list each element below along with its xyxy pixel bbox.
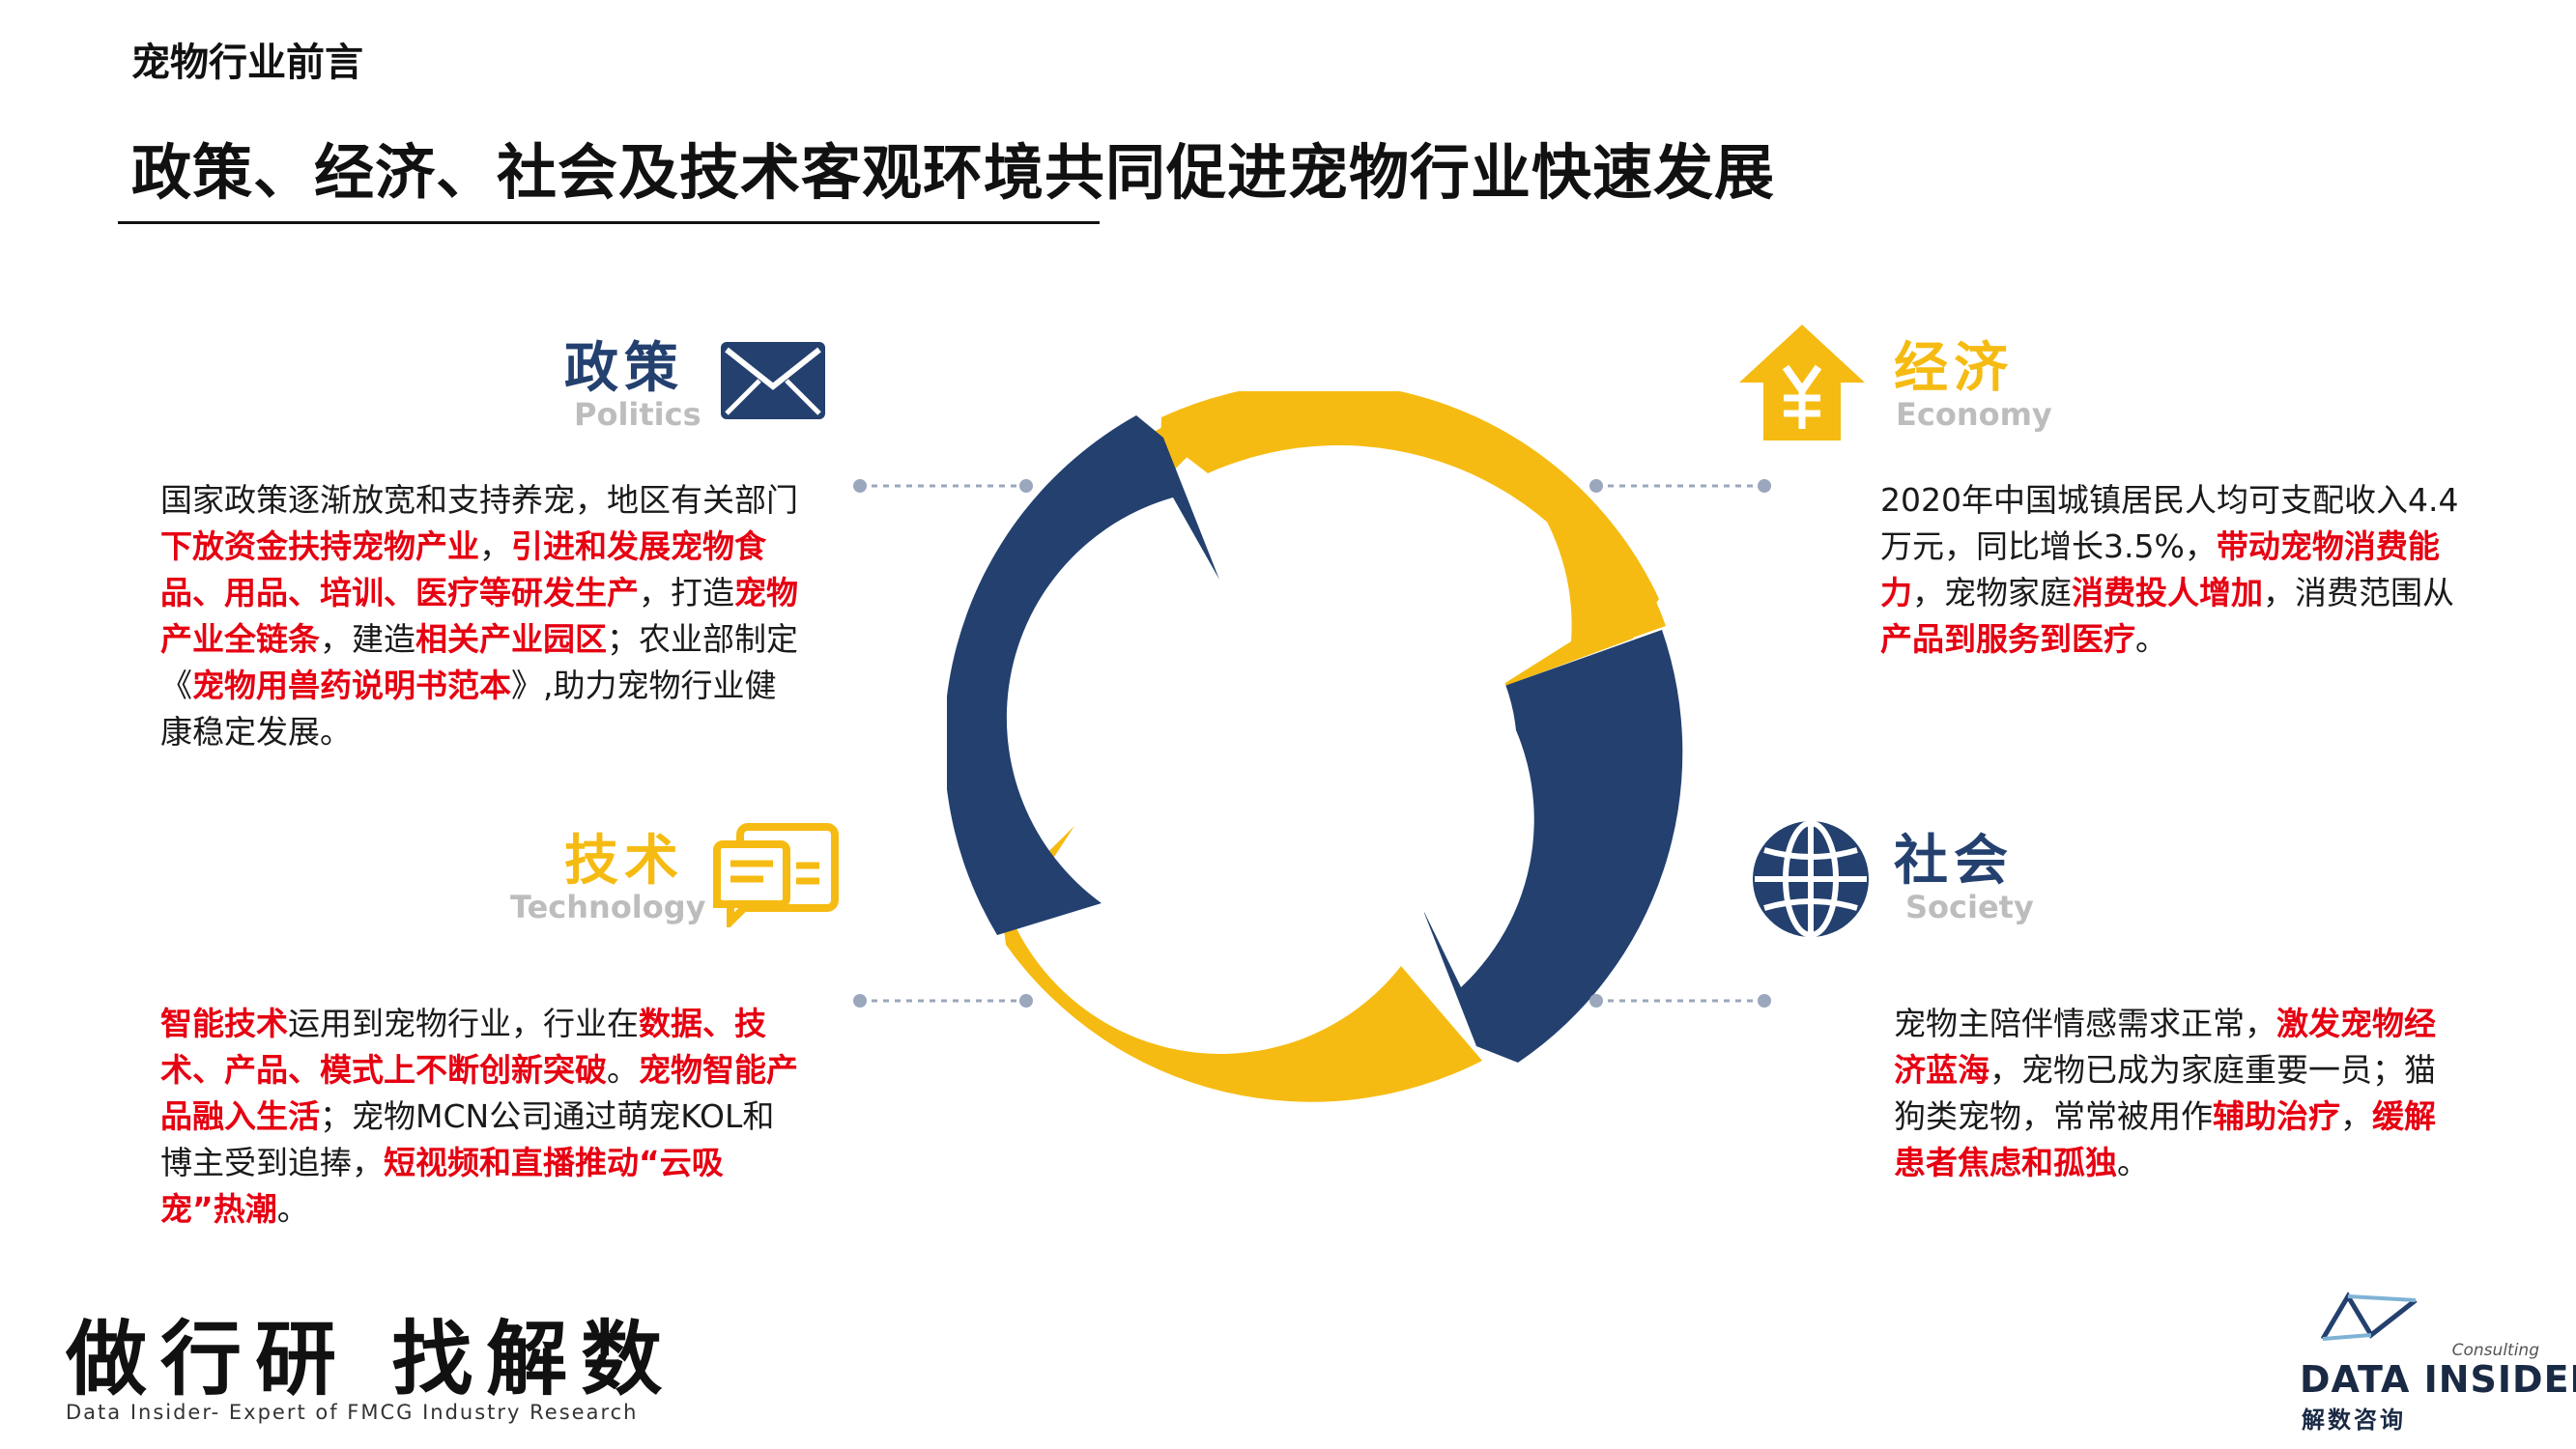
- chat-screen-icon: [713, 823, 839, 927]
- technology-text-segment: ；宠物MCN公司通过萌宠KOL和博主受到追捧，: [160, 1097, 775, 1181]
- economy-text-segment: ，宠物家庭: [1912, 574, 2072, 611]
- society-title: 社会: [1894, 830, 2014, 893]
- footer-slogan: 做行研 找解数: [66, 1311, 676, 1406]
- society-subtitle: Society: [1905, 889, 2034, 925]
- politics-text-segment: ；农业部制定《: [160, 620, 798, 704]
- economy-title: 经济: [1894, 337, 2014, 400]
- cycle-segment-society: [1422, 630, 1683, 1063]
- politics-text-segment: 相关产业园区: [415, 620, 607, 658]
- technology-text-segment: 。: [607, 1051, 639, 1089]
- economy-text-segment: 产品到服务到医疗: [1880, 620, 2135, 658]
- brand-tag: Consulting: [2451, 1341, 2539, 1360]
- technology-text-segment: 运用到宠物行业，行业在: [288, 1005, 639, 1042]
- society-text-segment: 缓解患者焦虑和孤独: [1894, 1097, 2436, 1181]
- society-text-segment: 宠物主陪伴情感需求正常，: [1894, 1005, 2276, 1042]
- brand-name: DATA INSIDER: [2300, 1358, 2576, 1401]
- economy-body: 2020年中国城镇居民人均可支配收入4.4万元，同比增长3.5%，带动宠物消费能…: [1880, 477, 2476, 663]
- cycle-diagram: [947, 391, 1683, 1102]
- politics-text-segment: 宠物产业全链条: [160, 574, 798, 658]
- technology-subtitle: Technology: [510, 889, 706, 925]
- cycle-segment-politics: [947, 415, 1219, 935]
- cycle-segment-economy: [1159, 391, 1659, 691]
- politics-title: 政策: [564, 337, 684, 400]
- politics-text-segment: 宠物用兽药说明书范本: [192, 667, 511, 704]
- technology-text-segment: 数据、技术、产品、模式上不断创新突破: [160, 1005, 766, 1089]
- brand-logo: Consulting DATA INSIDER 解数咨询: [2300, 1291, 2576, 1434]
- globe-icon: [1753, 820, 1869, 938]
- politics-text-segment: ，建造: [320, 620, 415, 658]
- technology-text-segment: 宠物智能产品融入生活: [160, 1051, 798, 1135]
- envelope-icon: [721, 342, 825, 419]
- yen-house-icon: [1739, 325, 1865, 440]
- brand-mark-icon: [2320, 1292, 2418, 1341]
- society-text-segment: 。: [2117, 1144, 2149, 1181]
- technology-body: 智能技术运用到宠物行业，行业在数据、技术、产品、模式上不断创新突破。宠物智能产品…: [160, 1001, 798, 1233]
- economy-text-segment: 2020年中国城镇居民人均可支配收入4.4万元，同比增长3.5%，: [1880, 481, 2459, 565]
- society-text-segment: 辅助治疗: [2213, 1097, 2340, 1135]
- brand-name-cn: 解数咨询: [2302, 1406, 2406, 1434]
- politics-text-segment: ，: [479, 527, 511, 565]
- cycle-segment-technology: [1000, 826, 1482, 1102]
- economy-text-segment: 带动宠物消费能力: [1880, 527, 2440, 611]
- page-title: 政策、经济、社会及技术客观环境共同促进宠物行业快速发展: [131, 137, 1776, 208]
- title-divider: [118, 221, 1100, 224]
- technology-text-segment: 智能技术: [160, 1005, 288, 1042]
- technology-text-segment: 。: [276, 1190, 309, 1228]
- society-text-segment: 激发宠物经济蓝海: [1894, 1005, 2436, 1089]
- society-text-segment: ，: [2340, 1097, 2372, 1135]
- society-body: 宠物主陪伴情感需求正常，激发宠物经济蓝海，宠物已成为家庭重要一员；猫狗类宠物，常…: [1894, 1001, 2454, 1186]
- politics-text-segment: 》,助力宠物行业健康稳定发展。: [160, 667, 777, 751]
- politics-text-segment: 引进和发展宠物食品、用品、培训、医疗等研发生产: [160, 527, 766, 611]
- economy-subtitle: Economy: [1896, 396, 2052, 433]
- politics-text-segment: 下放资金扶持宠物产业: [160, 527, 479, 565]
- society-text-segment: ，宠物已成为家庭重要一员；猫狗类宠物，常常被用作: [1894, 1051, 2436, 1135]
- politics-text-segment: ，打造: [639, 574, 734, 611]
- technology-title: 技术: [564, 830, 684, 893]
- section-tag: 宠物行业前言: [131, 41, 363, 85]
- footer-slogan-sub: Data Insider- Expert of FMCG Industry Re…: [66, 1401, 639, 1424]
- economy-text-segment: 。: [2135, 620, 2167, 658]
- technology-text-segment: 短视频和直播推动“云吸宠”热潮: [160, 1144, 724, 1228]
- politics-body: 国家政策逐渐放宽和支持养宠，地区有关部门下放资金扶持宠物产业，引进和发展宠物食品…: [160, 477, 798, 755]
- economy-text-segment: 消费投人增加: [2072, 574, 2263, 611]
- politics-subtitle: Politics: [574, 396, 701, 433]
- economy-text-segment: ，消费范围从: [2263, 574, 2454, 611]
- politics-text-segment: 国家政策逐渐放宽和支持养宠，地区有关部门: [160, 481, 798, 519]
